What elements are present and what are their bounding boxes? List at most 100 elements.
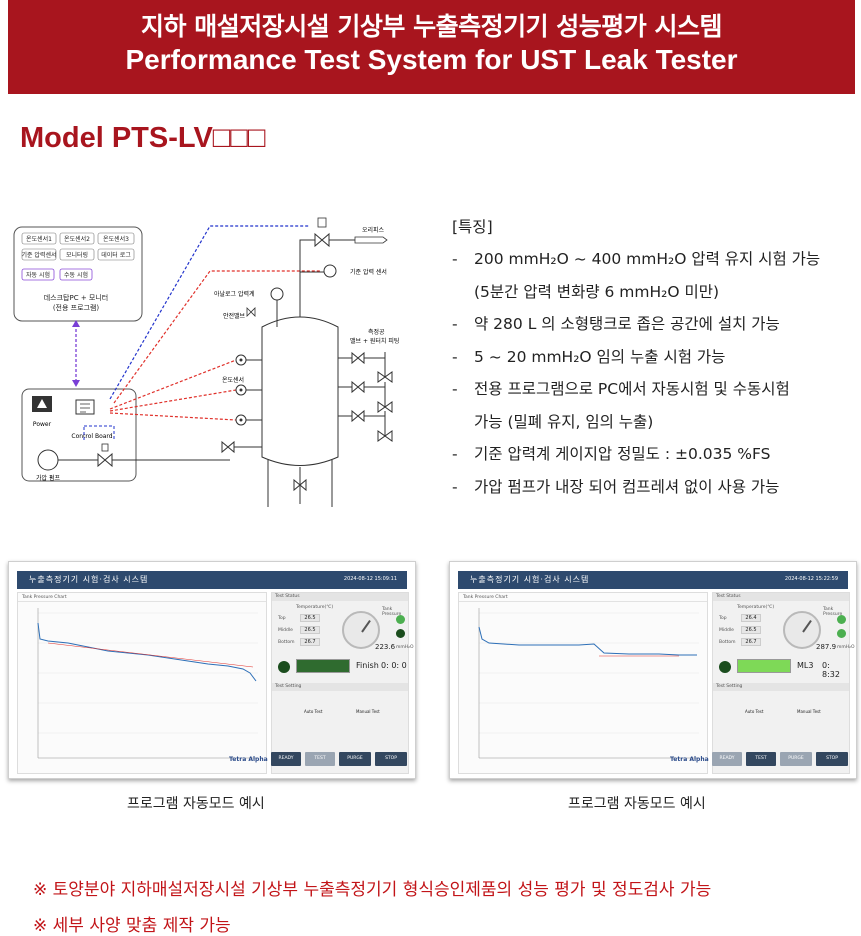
status-led — [396, 615, 405, 624]
feature-item: 가압 펌프가 내장 되어 컴프레셔 없이 사용 가능 — [452, 471, 852, 504]
temp-header: Temperature(℃) — [737, 605, 775, 610]
ref-sensor-label: 기준 압력 센서 — [350, 268, 387, 276]
test-status-panel: Test Status Temperature(℃) Top 26.4 Midd… — [712, 592, 855, 774]
pressure-gauge — [783, 611, 821, 649]
row-label: Top — [719, 616, 727, 621]
pressure-unit: mmH₂O — [837, 645, 855, 650]
screenshot-caption-1: 프로그램 자동모드 예시 — [127, 796, 265, 812]
company-logo: Tetra Alpha — [670, 756, 709, 763]
feature-item: 200 mmH₂O ~ 400 mmH₂O 압력 유지 시험 가능 — [452, 243, 852, 276]
status-led — [837, 629, 846, 638]
timer: 0: 0: 0 — [381, 661, 407, 670]
note-1: ※ 토양분야 지하매설저장시설 기상부 누출측정기기 형식승인제품의 성능 평가… — [33, 880, 712, 900]
row-label: Bottom — [719, 640, 736, 645]
timer: 0: 8:32 — [822, 661, 840, 679]
pc-button-temp2: 온도센서2 — [64, 235, 90, 243]
program-screenshot-1: 누출측정기기 시험·검사 시스템 2024-08-12 15:09:11 Tan… — [8, 561, 416, 779]
orifice-label: 오리피스 — [362, 226, 385, 234]
pressure-unit: mmH₂O — [396, 645, 414, 650]
test-port-label-1: 측정공 — [368, 328, 385, 336]
chart-title: Tank Pressure Chart — [459, 593, 707, 602]
setting-title: Test Setting — [713, 683, 849, 691]
feature-item: (5분간 압력 변화량 6 mmH₂O 미만) — [474, 282, 720, 301]
feature-item: 가능 (밀폐 유지, 임의 누출) — [474, 412, 654, 431]
model-name: Model PTS-LV□□□ — [20, 122, 266, 154]
pc-button-temp1: 온도센서1 — [26, 235, 52, 243]
temp-sensor-label: 온도센서 — [222, 376, 244, 384]
app-title-bar: 누출측정기기 시험·검사 시스템 2024-08-12 15:09:11 — [17, 571, 407, 589]
temp-value: 26.7 — [741, 638, 761, 646]
datetime: 2024-08-12 15:22:59 — [784, 576, 838, 582]
pressure-value: 223.6 — [375, 643, 396, 651]
red-signal-line-1 — [113, 270, 320, 404]
test-button[interactable]: TEST — [746, 752, 776, 766]
power-label: Power — [33, 421, 52, 428]
notes: ※ 토양분야 지하매설저장시설 기상부 누출측정기기 형식승인제품의 성능 평가… — [33, 872, 711, 936]
row-label: Top — [278, 616, 286, 621]
chart-title: Tank Pressure Chart — [18, 593, 266, 602]
row-label: Bottom — [278, 640, 295, 645]
test-port-label-2: 밸브 + 원터치 피팅 — [350, 337, 399, 345]
ready-button[interactable]: READY — [271, 752, 301, 766]
ready-button[interactable]: READY — [712, 752, 742, 766]
feature-item: 5 ~ 20 mmH₂O 임의 누출 시험 가능 — [452, 341, 852, 374]
features-list: [특징] 200 mmH₂O ~ 400 mmH₂O 압력 유지 시험 가능 (… — [452, 213, 852, 503]
safety-valve-label: 안전밸브 — [223, 312, 246, 320]
tank — [261, 316, 339, 466]
progress-bar — [737, 659, 791, 673]
stop-button[interactable]: STOP — [816, 752, 848, 766]
row-label: Middle — [719, 628, 734, 633]
progress-bar — [296, 659, 350, 673]
pressure-value: 287.9 — [816, 643, 837, 651]
pressure-chart: Tank Pressure Chart — [458, 592, 708, 774]
purge-button[interactable]: PURGE — [339, 752, 371, 766]
app-title-bar: 누출측정기기 시험·검사 시스템 2024-08-12 15:22:59 — [458, 571, 848, 589]
pc-button-auto-test: 자동 시험 — [26, 271, 50, 279]
pc-button-ref-sensor: 기준 압력센서 — [21, 251, 56, 259]
control-label: Control Board — [71, 433, 112, 440]
tab-auto[interactable]: Auto Test — [304, 709, 323, 714]
temp-value: 26.7 — [300, 638, 320, 646]
test-status-panel: Test Status Temperature(℃) Top 26.5 Midd… — [271, 592, 414, 774]
app-title: 누출측정기기 시험·검사 시스템 — [470, 575, 590, 584]
title-english: Performance Test System for UST Leak Tes… — [125, 44, 738, 75]
test-button[interactable]: TEST — [305, 752, 335, 766]
purge-button[interactable]: PURGE — [780, 752, 812, 766]
pc-button-temp3: 온도센서3 — [103, 235, 129, 243]
control-board-icon — [75, 399, 95, 415]
blue-signal-line — [109, 225, 310, 400]
app-title: 누출측정기기 시험·검사 시스템 — [29, 575, 149, 584]
test-tabs: Auto Test Manual Test — [717, 709, 845, 717]
temp-value: 26.5 — [300, 614, 320, 622]
feature-item: 전용 프로그램으로 PC에서 자동시험 및 수동시험 — [452, 373, 852, 406]
program-screenshot-2: 누출측정기기 시험·검사 시스템 2024-08-12 15:22:59 Tan… — [449, 561, 857, 779]
stop-button[interactable]: STOP — [375, 752, 407, 766]
temp-value: 26.5 — [300, 626, 320, 634]
ref-sensor-icon — [323, 264, 337, 278]
company-logo: Tetra Alpha — [229, 756, 268, 763]
title-korean: 지하 매설저장시설 기상부 누출측정기기 성능평가 시스템 — [140, 12, 723, 41]
system-diagram: 온도센서1 온도센서2 온도센서3 기준 압력센서 모니터링 데이터 로그 자동… — [13, 217, 399, 507]
run-led — [719, 661, 731, 673]
pc-caption-2: (전용 프로그램) — [53, 303, 100, 312]
tab-auto[interactable]: Auto Test — [745, 709, 764, 714]
mode-text: Finish — [356, 661, 379, 670]
temp-value: 26.5 — [741, 626, 761, 634]
features-heading: [특징] — [452, 218, 493, 236]
pressure-gauge — [342, 611, 380, 649]
title-banner: 지하 매설저장시설 기상부 누출측정기기 성능평가 시스템 Performanc… — [8, 0, 855, 94]
tab-manual[interactable]: Manual Test — [356, 709, 380, 714]
analog-gauge-label: 아날로그 압력계 — [214, 290, 255, 298]
setting-title: Test Setting — [272, 683, 408, 691]
tab-manual[interactable]: Manual Test — [797, 709, 821, 714]
run-led — [278, 661, 290, 673]
screenshot-caption-2: 프로그램 자동모드 예시 — [568, 796, 706, 812]
pc-button-manual-test: 수동 시험 — [64, 271, 88, 279]
pump-label: 가압 펌프 — [36, 474, 60, 482]
pc-button-data-log: 데이터 로그 — [101, 251, 131, 259]
gauge-label: Tank Pressure — [382, 607, 402, 617]
mode-text: ML3 — [797, 661, 814, 670]
row-label: Middle — [278, 628, 293, 633]
test-tabs: Auto Test Manual Test — [276, 709, 404, 717]
temp-value: 26.4 — [741, 614, 761, 622]
